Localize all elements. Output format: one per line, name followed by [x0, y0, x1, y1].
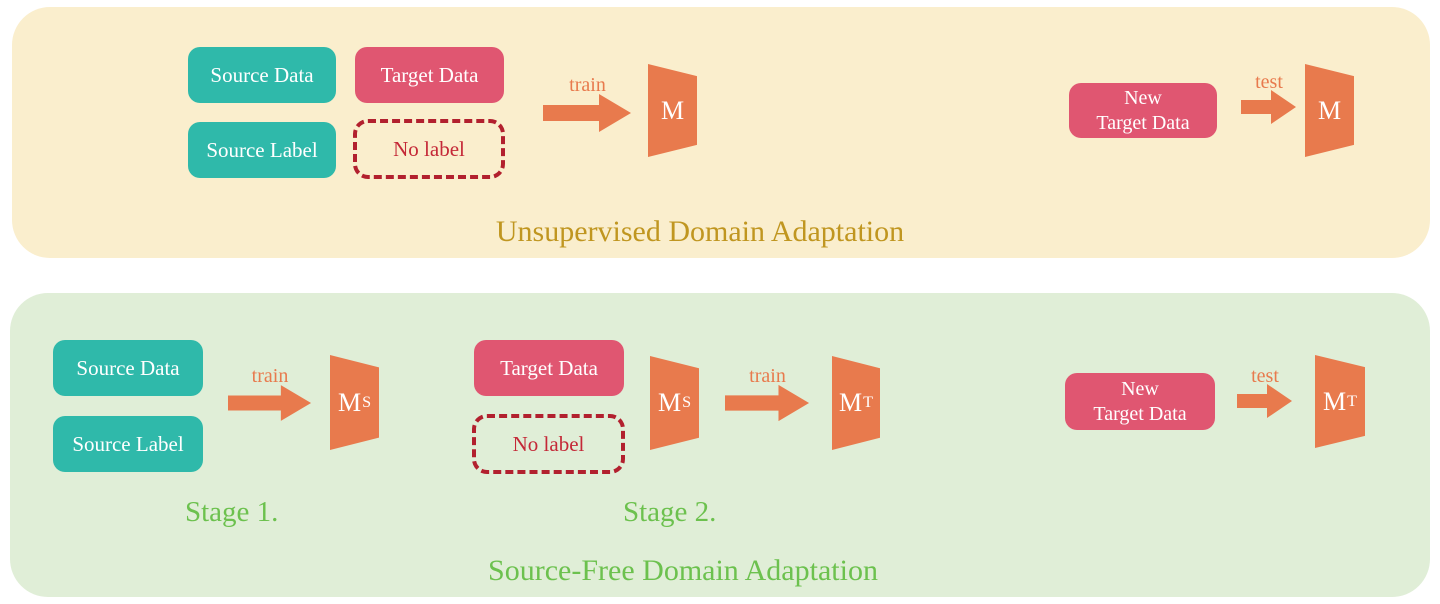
sfda-stage1-model-label: M [337, 387, 362, 417]
sfda-stage2-model-in-label: M [657, 388, 682, 417]
uda-source-label-box: Source Label [188, 122, 336, 178]
uda-no-label-box: No label [353, 119, 505, 179]
sfda-stage2-caption: Stage 2. [623, 496, 717, 528]
uda-test-model-label: M [1317, 95, 1342, 125]
sfda-stage1-caption: Stage 1. [185, 496, 279, 528]
sfda-stage2-model-out-label: M [839, 388, 863, 417]
sfda-stage1-source-data-box: Source Data [53, 340, 203, 396]
uda-model-label: M [660, 95, 685, 125]
sfda-stage1-train-arrow-icon [228, 383, 312, 423]
sfda-new-target-data-box: New Target Data [1065, 373, 1215, 430]
sfda-new-target-line1: New [1121, 377, 1159, 400]
uda-model-trapezoid: M [648, 64, 697, 157]
sfda-stage1-source-label-label: Source Label [72, 431, 184, 456]
uda-test-model-trapezoid: M [1305, 64, 1354, 157]
uda-panel: Source Data Target Data Source Label No … [12, 7, 1430, 258]
uda-train-arrow-icon [543, 93, 632, 133]
uda-title: Unsupervised Domain Adaptation [495, 215, 905, 248]
uda-no-label-label: No label [393, 136, 465, 161]
sfda-stage2-model-out-subscript: T [863, 394, 873, 411]
sfda-stage2-no-label-label: No label [512, 431, 585, 456]
uda-new-target-line2: Target Data [1096, 111, 1190, 134]
sfda-stage1-train-label: train [251, 365, 289, 387]
sfda-test-arrow-icon [1237, 383, 1293, 419]
uda-test-label: test [1255, 71, 1283, 93]
uda-test-arrow-icon [1241, 89, 1297, 125]
sfda-test-model-subscript: T [1347, 392, 1357, 410]
uda-source-label-label: Source Label [206, 137, 318, 162]
sfda-title: Source-Free Domain Adaptation [488, 554, 878, 587]
sfda-test-model-label: M [1323, 386, 1347, 416]
uda-new-target-data-box: New Target Data [1069, 83, 1217, 138]
uda-source-data-label: Source Data [210, 62, 314, 87]
sfda-stage2-model-in-subscript: S [682, 394, 692, 411]
uda-new-target-line1: New [1124, 86, 1162, 109]
uda-target-data-box: Target Data [355, 47, 504, 103]
sfda-new-target-line2: Target Data [1093, 402, 1187, 425]
sfda-test-label: test [1251, 365, 1279, 387]
uda-source-data-box: Source Data [188, 47, 336, 103]
sfda-stage1-source-data-label: Source Data [76, 355, 180, 380]
uda-train-label: train [569, 74, 606, 96]
sfda-stage2-no-label-box: No label [472, 414, 625, 474]
uda-target-data-label: Target Data [380, 62, 479, 87]
sfda-stage2-train-label: train [749, 365, 786, 387]
sfda-stage2-target-data-box: Target Data [474, 340, 624, 396]
sfda-stage1-model-subscript: S [362, 393, 372, 411]
sfda-stage2-target-data-label: Target Data [500, 355, 598, 380]
sfda-stage2-train-arrow-icon [725, 383, 810, 423]
sfda-stage1-source-label-box: Source Label [53, 416, 203, 472]
